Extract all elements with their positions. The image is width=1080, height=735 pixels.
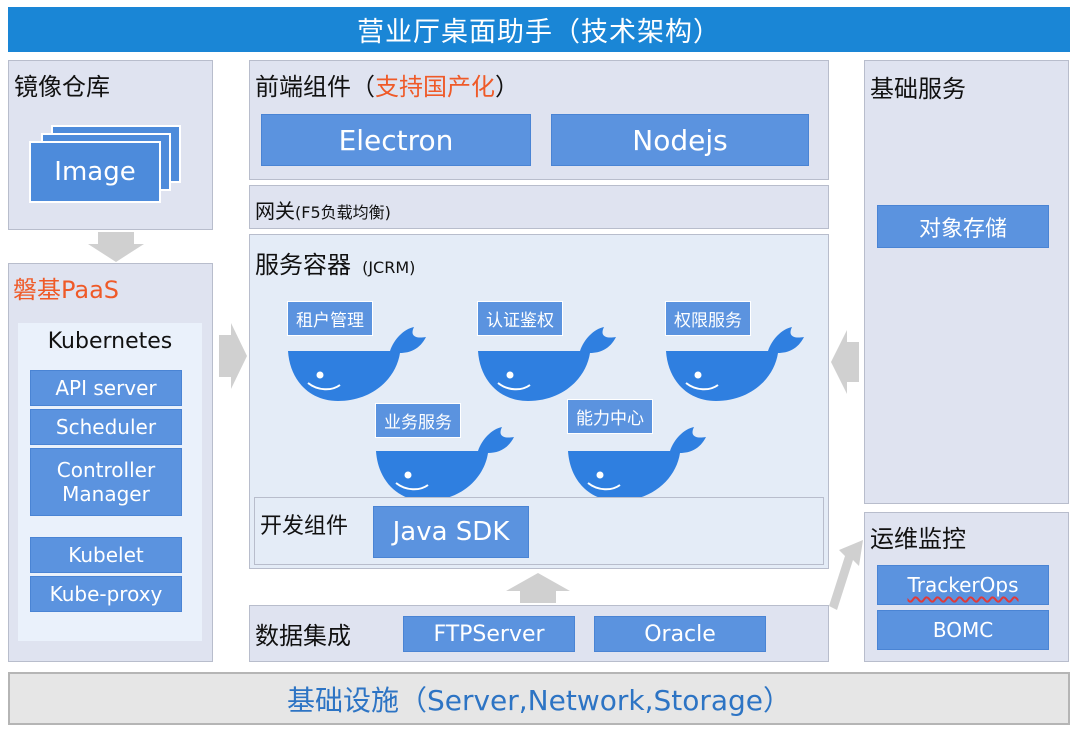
- k8s-api-server: API server: [30, 370, 182, 406]
- whale-icon: [478, 327, 616, 401]
- k8s-kubelet: Kubelet: [30, 537, 182, 573]
- ops-trackerops-label: TrackerOps: [907, 573, 1019, 597]
- mirror-repo-title: 镜像仓库: [14, 73, 110, 101]
- gateway-panel: 网关(F5负载均衡): [249, 185, 829, 229]
- arrow-down-icon: [88, 232, 144, 262]
- whale-icon: [568, 427, 706, 501]
- whale-icon: [666, 327, 804, 401]
- object-storage: 对象存储: [877, 205, 1049, 248]
- service-container-panel: 服务容器 (JCRM) 租户管理 认证鉴权 权限服务 业务服务 能力中心 开发组…: [249, 234, 829, 569]
- whale-icon: [288, 327, 426, 401]
- service-permission: 权限服务: [660, 297, 820, 407]
- arrow-diagonal-icon: [829, 540, 863, 610]
- service-label: 能力中心: [567, 399, 653, 434]
- service-container-title-sub: (JCRM): [362, 258, 416, 277]
- service-label: 业务服务: [375, 403, 461, 438]
- arrow-up-icon: [506, 573, 570, 603]
- image-label: Image: [54, 157, 136, 187]
- service-label: 租户管理: [287, 301, 373, 336]
- ops-monitoring-title: 运维监控: [870, 525, 966, 553]
- paas-title: 磐基PaaS: [13, 276, 120, 304]
- paas-panel: 磐基PaaS Kubernetes API server Scheduler C…: [8, 263, 213, 662]
- service-auth: 认证鉴权: [472, 297, 632, 407]
- frontend-panel: 前端组件（支持国产化） Electron Nodejs: [249, 60, 829, 180]
- dev-components-panel: 开发组件 Java SDK: [254, 497, 824, 565]
- k8s-controller-manager: Controller Manager: [30, 448, 182, 516]
- data-ftpserver: FTPServer: [403, 616, 575, 652]
- dev-java-sdk: Java SDK: [373, 506, 529, 558]
- service-container-title: 服务容器 (JCRM): [255, 245, 415, 280]
- service-tenant: 租户管理: [282, 297, 442, 407]
- ops-trackerops: TrackerOps: [877, 565, 1049, 605]
- frontend-title: 前端组件（支持国产化）: [255, 67, 519, 102]
- dev-components-title: 开发组件: [260, 514, 349, 539]
- service-business: 业务服务: [370, 395, 530, 505]
- data-integration-panel: 数据集成 FTPServer Oracle: [249, 605, 829, 662]
- diagram-title: 营业厅桌面助手（技术架构）: [8, 7, 1070, 52]
- gateway-title: 网关(F5负载均衡): [255, 195, 391, 224]
- k8s-kube-proxy: Kube-proxy: [30, 576, 182, 612]
- infrastructure-bar: 基础设施（Server,Network,Storage）: [8, 672, 1070, 725]
- service-capability: 能力中心: [562, 395, 722, 505]
- image-stack-icon: Image: [29, 141, 161, 203]
- frontend-nodejs: Nodejs: [551, 114, 809, 166]
- gateway-title-sub: (F5负载均衡): [295, 203, 391, 222]
- k8s-scheduler: Scheduler: [30, 409, 182, 445]
- data-integration-title: 数据集成: [255, 622, 351, 650]
- mirror-repo-panel: 镜像仓库 Image: [8, 60, 213, 230]
- service-label: 认证鉴权: [477, 301, 563, 336]
- kubernetes-panel: Kubernetes API server Scheduler Controll…: [18, 323, 202, 641]
- gateway-title-main: 网关: [255, 199, 295, 223]
- frontend-title-prefix: 前端组件（: [255, 73, 375, 101]
- service-label: 权限服务: [665, 301, 751, 336]
- kubernetes-title: Kubernetes: [47, 329, 173, 354]
- arrow-left-icon: [831, 330, 859, 394]
- frontend-title-highlight: 支持国产化: [375, 73, 495, 101]
- basic-services-title: 基础服务: [870, 75, 966, 103]
- frontend-electron: Electron: [261, 114, 531, 166]
- data-oracle: Oracle: [594, 616, 766, 652]
- ops-bomc: BOMC: [877, 610, 1049, 650]
- arrow-right-icon: [219, 323, 247, 389]
- service-container-title-main: 服务容器: [255, 251, 351, 279]
- basic-services-panel: 基础服务 对象存储: [864, 60, 1069, 504]
- ops-monitoring-panel: 运维监控 TrackerOps BOMC: [864, 512, 1069, 662]
- whale-icon: [376, 427, 514, 501]
- frontend-title-suffix: ）: [495, 73, 519, 101]
